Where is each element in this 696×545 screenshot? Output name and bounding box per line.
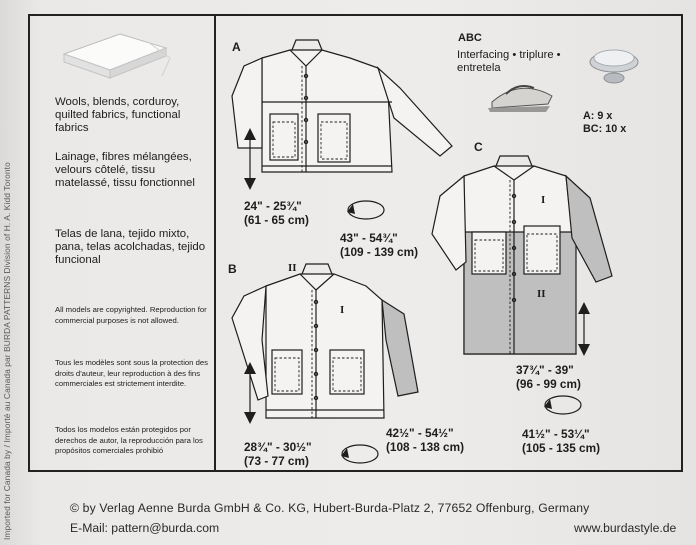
interfacing-views: ABC <box>458 32 482 44</box>
contact-email: E-Mail: pattern@burda.com <box>70 521 220 535</box>
button-icon <box>589 49 639 84</box>
interfacing-text: Interfacing • triplure • entretela <box>457 49 561 74</box>
view-c-coat <box>431 155 613 355</box>
view-a-label: A <box>232 40 241 54</box>
copyright-fr: Tous les modèles sont sous la protection… <box>55 358 208 389</box>
view-a-length: 24" - 25¾"(61 - 65 cm) <box>244 199 309 227</box>
width-loop-icon <box>341 200 582 464</box>
info-frame <box>28 14 683 472</box>
view-b-jacket <box>231 263 419 419</box>
length-arrow-icon <box>244 128 590 424</box>
view-c-fabric-mark-ii: II <box>537 288 546 300</box>
view-c-label: C <box>474 140 483 154</box>
view-b-length: 28¾" - 30½"(73 - 77 cm) <box>244 440 312 468</box>
fabric-text-fr: Lainage, fibres mélangées, velours côtel… <box>55 151 195 189</box>
fabric-text-es: Telas de lana, tejido mixto, pana, telas… <box>55 228 206 266</box>
publisher-address: © by Verlag Aenne Burda GmbH & Co. KG, H… <box>70 501 590 515</box>
view-c-length: 37¾" - 39"(96 - 99 cm) <box>516 363 581 391</box>
view-a-width: 43" - 54¾"(109 - 139 cm) <box>340 231 419 259</box>
view-b-label: B <box>228 262 237 276</box>
view-c-width: 41½" - 53¼"(105 - 135 cm) <box>522 427 601 455</box>
view-a-jacket <box>231 39 453 173</box>
view-b-fabric-mark-i: I <box>340 304 345 316</box>
copyright-en: All models are copyrighted. Reproduction… <box>55 305 207 325</box>
view-c-fabric-mark-i: I <box>541 194 546 206</box>
fabric-bolt-icon <box>62 33 171 79</box>
frame-divider <box>214 14 216 472</box>
fabric-text-en: Wools, blends, corduroy, quilted fabrics… <box>55 96 181 134</box>
iron-icon <box>488 85 553 112</box>
view-b-width: 42½" - 54½"(108 - 138 cm) <box>386 426 465 454</box>
website-url: www.burdastyle.de <box>574 521 677 535</box>
copyright-es: Todos los modelos están protegidos por d… <box>55 425 203 456</box>
view-b-fabric-mark-ii: II <box>288 262 297 274</box>
interfacing-counts: A: 9 x BC: 10 x <box>583 110 627 135</box>
